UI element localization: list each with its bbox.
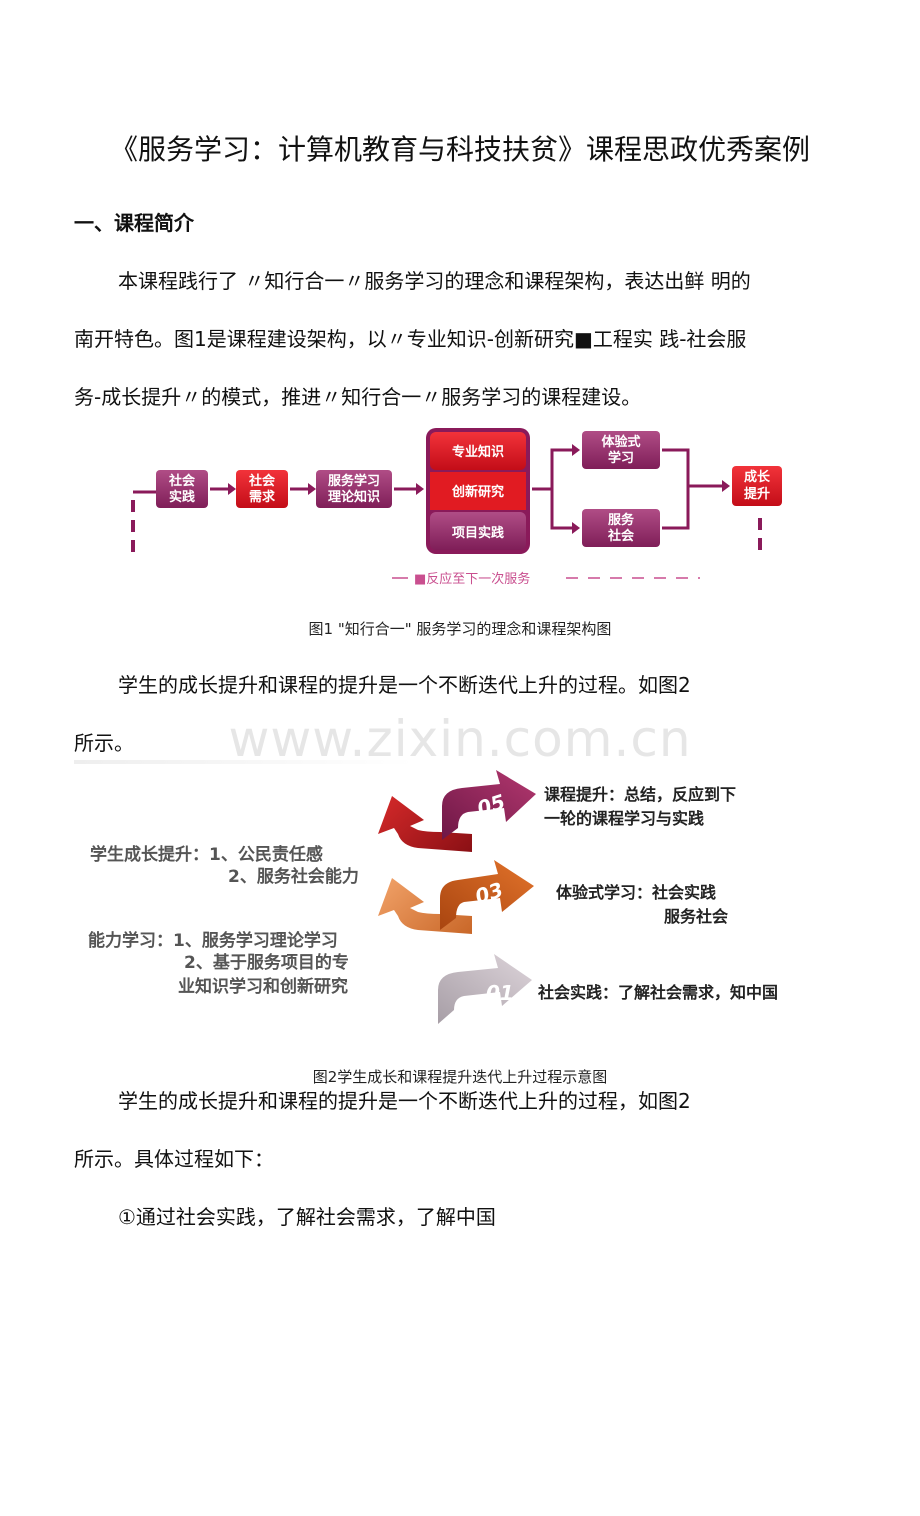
svg-text:社会: 社会 — [248, 473, 276, 489]
label-ability-learning: 2、基于服务项目的专 — [184, 952, 349, 973]
label-student-growth: 2、服务社会能力 — [228, 866, 359, 887]
box-core-stack: 专业知识 创新研究 项目实践 — [426, 428, 530, 554]
box-growth: 成长 提升 — [732, 466, 782, 506]
svg-text:成长: 成长 — [744, 469, 771, 485]
paragraph-line: ①通过社会实践，了解社会需求，了解中国 — [118, 1205, 496, 1229]
figure1-diagram: 社会 实践 社会 需求 服务学习 理论知识 专业知识 创新研究 项目实践 体验式… — [131, 428, 782, 587]
section-heading-intro: 一、课程简介 — [74, 211, 194, 235]
svg-text:需求: 需求 — [249, 489, 276, 505]
paragraph-line: 务-成长提升〃的模式，推进〃知行合一〃服务学习的课程建设。 — [74, 385, 642, 409]
label-social-practice: 社会实践：了解社会需求，知中国 — [537, 983, 778, 1002]
paragraph-line: 学生的成长提升和课程的提升是一个不断迭代上升的过程。如图2 — [118, 673, 691, 697]
figure1-caption: 图1 "知行合一" 服务学习的理念和课程架构图 — [308, 620, 612, 638]
step-01-label: 01 — [486, 981, 514, 1005]
step-02-label: 02 — [413, 935, 445, 963]
svg-text:提升: 提升 — [744, 486, 770, 502]
label-student-growth: 学生成长提升：1、公民责任感 — [90, 844, 323, 865]
paragraph-line: 所示。 — [74, 731, 134, 755]
box-serve-society: 服务 社会 — [582, 509, 660, 547]
paragraph-intro: 本课程践行了 〃知行合一〃服务学习的理念和课程架构，表达出鲜 明的 南开特色。图… — [74, 252, 854, 426]
label-course-improve: 课程提升：总结，反应到下 — [544, 785, 736, 804]
svg-text:实践: 实践 — [169, 489, 195, 505]
paragraph-process: 学生的成长提升和课程的提升是一个不断迭代上升的过程，如图2 所示。具体过程如下：… — [74, 1072, 854, 1246]
figure2-diagram: 01 02 03 04 05 课程提升：总结，反应到下 一轮的课程学习与实践 体… — [88, 770, 778, 1024]
svg-text:理论知识: 理论知识 — [328, 489, 380, 505]
arrow-branch-down — [550, 489, 574, 530]
paragraph-line: 所示。具体过程如下： — [74, 1147, 274, 1171]
figure2-caption: 图2学生成长和课程提升迭代上升过程示意图 — [312, 1068, 608, 1086]
box-social-need: 社会 需求 — [236, 470, 288, 508]
svg-text:服务: 服务 — [608, 512, 635, 528]
svg-text:社会: 社会 — [607, 528, 635, 544]
paragraph-line: 南开特色。图1是课程建设架构，以〃专业知识-创新研究■工程实 践-社会服 — [74, 327, 747, 351]
box-experiential: 体验式 学习 — [582, 431, 660, 469]
box-theory: 服务学习 理论知识 — [316, 470, 392, 508]
svg-text:服务学习: 服务学习 — [328, 473, 380, 489]
step-04-label: 04 — [417, 851, 449, 879]
box-social-practice: 社会 实践 — [156, 470, 208, 508]
label-ability-learning: 能力学习：1、服务学习理论学习 — [88, 930, 338, 951]
stack-item-project: 项目实践 — [452, 525, 504, 541]
paragraph-line: 学生的成长提升和课程的提升是一个不断迭代上升的过程，如图2 — [118, 1089, 691, 1113]
page-title: 《服务学习：计算机教育与科技扶贫》课程思政优秀案例 — [109, 133, 810, 166]
label-experiential: 体验式学习：社会实践 — [556, 883, 716, 902]
stack-item-knowledge: 专业知识 — [452, 444, 504, 460]
watermark: www.zixin.com.cn — [228, 710, 692, 768]
paragraph-line: 本课程践行了 〃知行合一〃服务学习的理念和课程架构，表达出鲜 明的 — [118, 269, 751, 293]
label-course-improve: 一轮的课程学习与实践 — [544, 809, 704, 828]
arrow-merge — [662, 448, 690, 530]
label-experiential: 服务社会 — [664, 907, 728, 926]
svg-text:社会: 社会 — [168, 473, 196, 489]
label-ability-learning: 业知识学习和创新研究 — [178, 976, 348, 997]
stack-item-research: 创新研究 — [451, 484, 504, 500]
feedback-label: ■反应至下一次服务 — [414, 571, 530, 587]
step-01-arrow: 01 — [438, 954, 532, 1024]
paragraph-iteration: 学生的成长提升和课程的提升是一个不断迭代上升的过程。如图2 所示。 — [74, 656, 854, 772]
svg-text:体验式: 体验式 — [601, 434, 640, 450]
arrow-branch-up — [532, 448, 574, 491]
step-05-arrow: 05 — [442, 770, 536, 840]
step-02-arrow: 02 — [378, 878, 472, 964]
svg-text:学习: 学习 — [608, 450, 634, 466]
step-04-arrow: 04 — [378, 796, 472, 882]
divider — [74, 760, 414, 764]
